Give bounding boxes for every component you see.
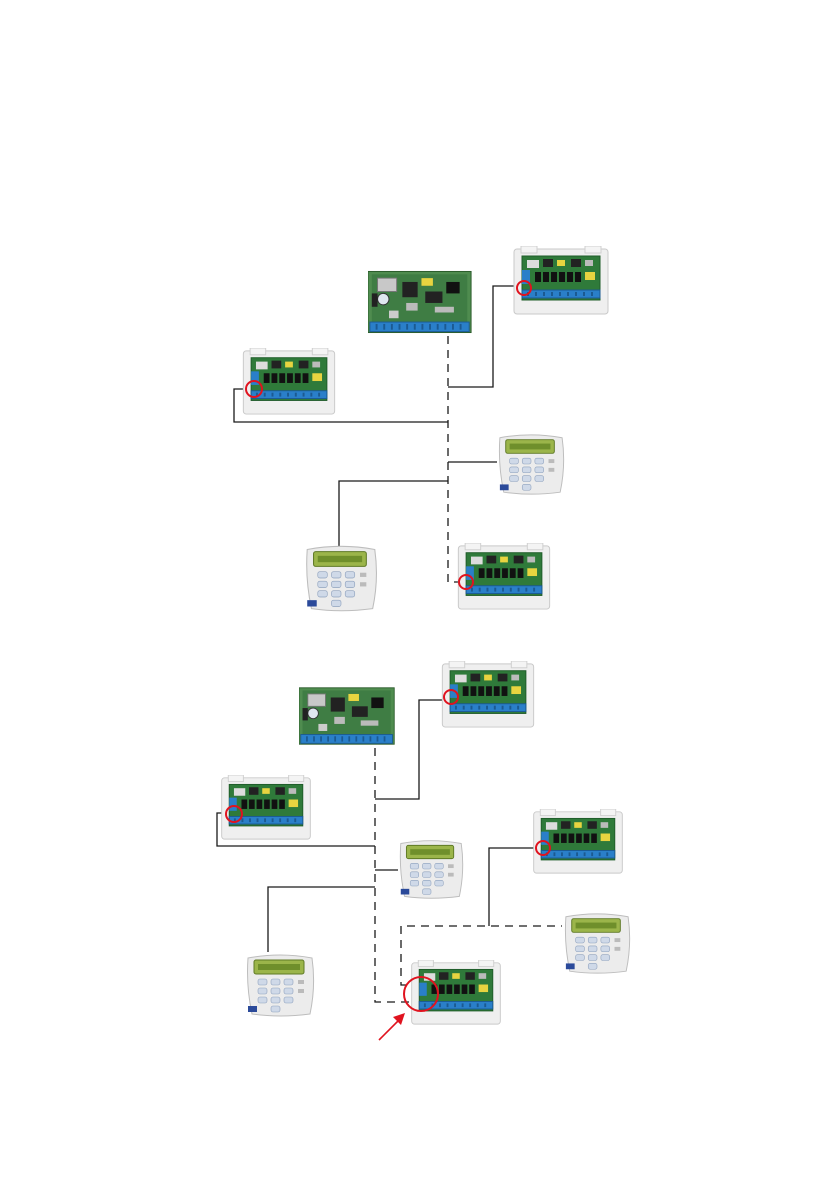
wire-to-keypad-left [339, 481, 448, 546]
expander-top-right [514, 246, 608, 314]
control-panel [368, 271, 471, 332]
keypad-far-right [565, 914, 629, 973]
pointer-arrow [379, 1013, 405, 1040]
wire-to-expander-right [489, 848, 540, 926]
bus-line [448, 336, 463, 582]
control-panel [299, 688, 394, 744]
keypad-left [307, 546, 377, 610]
keypad-right [499, 435, 563, 494]
wire-to-keypad-left [268, 887, 375, 952]
expander-right [534, 809, 623, 873]
diagram-bottom [217, 661, 630, 1040]
keypad-left [248, 955, 314, 1016]
expander-bottom [412, 960, 501, 1024]
expander-bottom [458, 543, 549, 609]
keypad-center [400, 841, 462, 899]
diagram-top [234, 246, 608, 611]
expander-top-right [442, 661, 533, 727]
